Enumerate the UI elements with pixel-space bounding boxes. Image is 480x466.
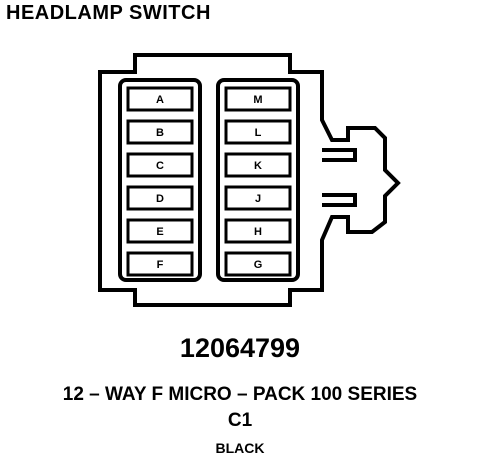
pin-cavity-j (224, 185, 292, 211)
upper-latch-tab (322, 148, 357, 162)
connector-series: 12 – WAY F MICRO – PACK 100 SERIES (62, 384, 418, 405)
pin-label-k: K (254, 160, 262, 172)
pin-cavity-e (126, 218, 194, 244)
pin-label-g: G (254, 259, 263, 271)
connector-color: BLACK (215, 440, 265, 456)
pin-cavity-h (224, 218, 292, 244)
connector-id: C1 (227, 410, 253, 431)
pin-label-c: C (156, 160, 164, 172)
pin-cavity-c (126, 152, 194, 178)
pin-cavity-m (224, 86, 292, 112)
connector-outline (98, 53, 401, 307)
pin-cavity-g (224, 251, 292, 277)
pin-cavity-b (126, 119, 194, 145)
pin-cavity-a (126, 86, 194, 112)
right-pin-column: M L K J H G (224, 86, 292, 277)
pin-label-b: B (156, 127, 164, 139)
pin-label-d: D (156, 193, 164, 205)
left-pin-column: A B C D E F (126, 86, 194, 277)
pin-label-a: A (156, 94, 164, 106)
pin-cavity-d (126, 185, 194, 211)
pin-label-m: M (253, 94, 262, 106)
pin-cavity-f (126, 251, 194, 277)
part-number: 12064799 (179, 333, 301, 363)
diagram-title: HEADLAMP SWITCH (6, 2, 211, 24)
pin-label-h: H (254, 226, 262, 238)
right-cavity-housing (216, 78, 300, 282)
lower-latch-tab (322, 193, 357, 207)
pin-label-l: L (255, 127, 262, 139)
pin-label-f: F (157, 259, 164, 271)
left-cavity-housing (118, 78, 202, 282)
pin-label-e: E (156, 226, 163, 238)
pin-cavity-k (224, 152, 292, 178)
pin-cavity-l (224, 119, 292, 145)
pin-label-j: J (255, 193, 261, 205)
